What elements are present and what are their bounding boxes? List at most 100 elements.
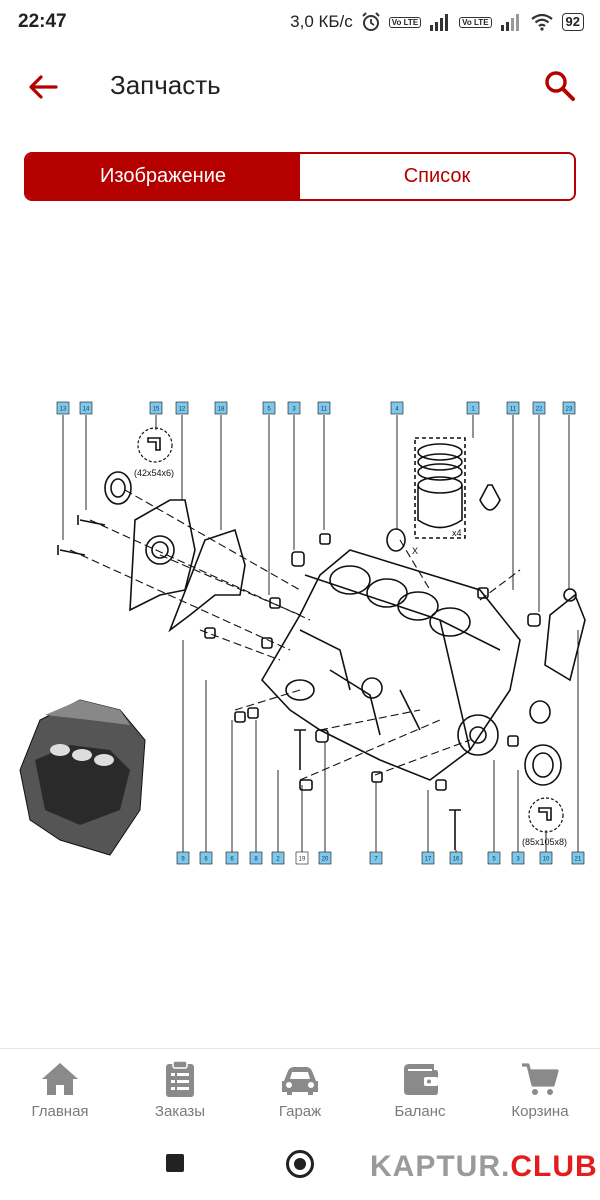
callout-top-11[interactable]: 11 xyxy=(506,401,520,415)
callout-badge xyxy=(295,851,309,865)
piston-qty: x4 xyxy=(452,528,462,538)
callout-bottom-6[interactable]: 19 xyxy=(295,851,309,865)
callout-badge xyxy=(249,851,263,865)
callout-number: 15 xyxy=(153,407,160,413)
callout-top-10[interactable]: 1 xyxy=(466,401,480,415)
callout-bottom-11[interactable]: 5 xyxy=(487,851,501,865)
engine-block-drawing xyxy=(57,415,586,852)
callout-top-5[interactable]: 18 xyxy=(214,401,228,415)
callout-badge xyxy=(562,401,576,415)
callout-badge xyxy=(225,851,239,865)
callout-bottom-8[interactable]: 7 xyxy=(369,851,383,865)
alarm-icon xyxy=(362,12,380,31)
callout-number: 3 xyxy=(292,407,296,413)
callout-number: 9 xyxy=(181,857,185,863)
car-icon xyxy=(282,1067,318,1095)
callout-badge xyxy=(56,401,70,415)
system-navigation-bar: KAPTUR.CLUB xyxy=(0,1130,600,1200)
home-button[interactable] xyxy=(286,1150,314,1178)
seal-detail-small: (42x54x6) xyxy=(134,427,174,478)
nav-item-orders[interactable]: Заказы xyxy=(120,1049,240,1130)
callout-badge xyxy=(532,401,546,415)
signal-icon-1 xyxy=(430,14,449,31)
search-icon[interactable] xyxy=(542,68,578,104)
seal-detail-large: (85x105x8) xyxy=(522,797,567,847)
cart-icon xyxy=(522,1063,559,1095)
signal-icon-2 xyxy=(500,14,519,31)
callout-bottom-1[interactable]: 9 xyxy=(176,851,190,865)
arrow-left-icon[interactable] xyxy=(26,70,60,104)
callout-number: 18 xyxy=(218,407,225,413)
page-title: Запчасть xyxy=(110,70,221,100)
callout-number: 11 xyxy=(321,407,328,413)
callout-badge xyxy=(571,851,585,865)
nav-item-cart[interactable]: Корзина xyxy=(480,1049,600,1130)
tab-list[interactable]: Список xyxy=(300,154,574,199)
orders-clipboard-icon xyxy=(166,1060,194,1097)
callout-bottom-14[interactable]: 21 xyxy=(571,851,585,865)
nav-item-garage[interactable]: Гараж xyxy=(240,1049,360,1130)
callout-number: 21 xyxy=(575,857,582,863)
seal-size-large: (85x105x8) xyxy=(522,837,567,847)
callout-top-7[interactable]: 3 xyxy=(287,401,301,415)
callout-bottom-7[interactable]: 20 xyxy=(318,851,332,865)
callout-top-2[interactable]: 14 xyxy=(79,401,93,415)
callout-top-13[interactable]: 23 xyxy=(562,401,576,415)
callout-top-12[interactable]: 22 xyxy=(532,401,546,415)
volte-badge-1: Vo LTE xyxy=(388,16,422,28)
callout-badge xyxy=(511,851,525,865)
callout-number: 7 xyxy=(374,857,378,863)
callout-badge xyxy=(487,851,501,865)
nav-item-home[interactable]: Главная xyxy=(0,1049,120,1130)
callout-bottom-3[interactable]: 6 xyxy=(225,851,239,865)
tab-image[interactable]: Изображение xyxy=(26,154,300,199)
callout-badge xyxy=(318,851,332,865)
home-button-dot xyxy=(294,1158,306,1170)
status-time: 22:47 xyxy=(18,11,67,32)
callout-number: 3 xyxy=(516,857,520,863)
callout-top-3[interactable]: 15 xyxy=(149,401,163,415)
callout-number: 17 xyxy=(425,857,432,863)
callout-top-9[interactable]: 4 xyxy=(390,401,404,415)
callout-top-6[interactable]: 5 xyxy=(262,401,276,415)
engine-thumbnail xyxy=(19,699,146,856)
callout-top-4[interactable]: 12 xyxy=(175,401,189,415)
callout-badge xyxy=(262,401,276,415)
callout-badge xyxy=(175,401,189,415)
watermark-part1: KAPTUR. xyxy=(370,1150,511,1183)
callout-bottom-4[interactable]: 8 xyxy=(249,851,263,865)
callout-bottom-5[interactable]: 2 xyxy=(271,851,285,865)
callout-number: 4 xyxy=(395,407,399,413)
callout-number: 6 xyxy=(204,857,208,863)
callout-bottom-2[interactable]: 6 xyxy=(199,851,213,865)
axis-mark-x: X xyxy=(412,546,418,556)
callout-number: 16 xyxy=(453,857,460,863)
callout-top-1[interactable]: 13 xyxy=(56,401,70,415)
nav-item-balance[interactable]: Баланс xyxy=(360,1049,480,1130)
recent-apps-button[interactable] xyxy=(166,1154,184,1172)
callout-badge xyxy=(390,401,404,415)
callout-number: 13 xyxy=(60,407,67,413)
app-bar: Запчасть xyxy=(0,56,600,116)
callout-number: 1 xyxy=(471,407,475,413)
callout-number: 19 xyxy=(299,857,306,863)
volte-badge-2: Vo LTE xyxy=(459,16,492,28)
nav-label-garage: Гараж xyxy=(278,1103,322,1120)
callout-bottom-12[interactable]: 3 xyxy=(511,851,525,865)
callout-badge xyxy=(79,401,93,415)
callout-badge xyxy=(317,401,331,415)
callout-bottom-10[interactable]: 16 xyxy=(449,851,463,865)
nav-label-balance: Баланс xyxy=(394,1103,446,1120)
callout-bottom-9[interactable]: 17 xyxy=(421,851,435,865)
callout-bottom-13[interactable]: 10 xyxy=(539,851,553,865)
nav-label-orders: Заказы xyxy=(154,1103,206,1120)
callout-number: 14 xyxy=(83,407,90,413)
network-speed: 3,0 КБ/с xyxy=(290,12,353,31)
callout-top-8[interactable]: 11 xyxy=(317,401,331,415)
status-icons: 3,0 КБ/с Vo LTE Vo LTE 92 xyxy=(290,12,584,32)
home-icon xyxy=(42,1063,78,1095)
callout-badge xyxy=(421,851,435,865)
